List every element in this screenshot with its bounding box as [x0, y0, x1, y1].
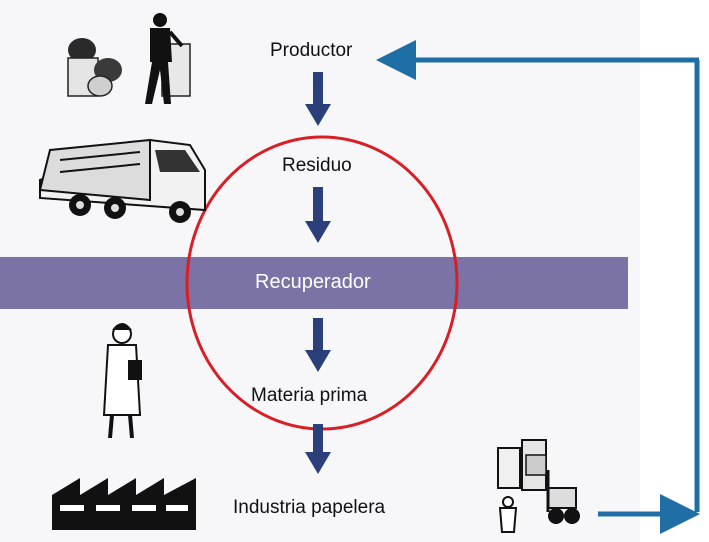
garbage-truck-icon — [38, 138, 206, 223]
node-productor: Productor — [270, 40, 353, 61]
down-arrow-3 — [305, 318, 331, 372]
node-residuo: Residuo — [282, 155, 352, 176]
inspector-with-clipboard-icon — [102, 323, 142, 439]
down-arrow-4 — [305, 424, 331, 474]
down-arrow-1 — [305, 72, 331, 126]
factory-icon — [52, 478, 196, 530]
node-recuperador: Recuperador — [255, 271, 371, 293]
forklift-warehouse-icon — [497, 439, 580, 533]
worker-with-trash-bins-icon — [67, 13, 191, 104]
node-materia-prima: Materia prima — [251, 385, 368, 406]
recuperador-band — [0, 257, 628, 309]
down-arrow-2 — [305, 187, 331, 243]
node-industria-papelera: Industria papelera — [233, 497, 386, 518]
